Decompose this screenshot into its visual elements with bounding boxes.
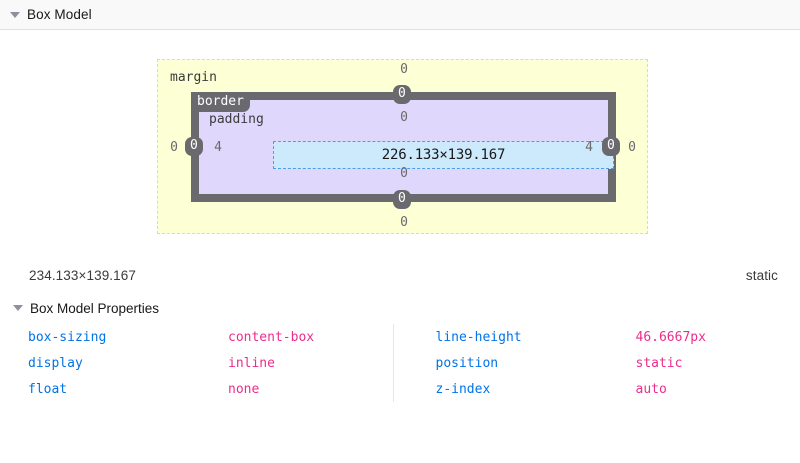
content-box[interactable]: 226.133×139.167	[273, 141, 614, 169]
element-position-label: static	[745, 267, 778, 283]
triangle-down-icon[interactable]	[13, 305, 23, 311]
property-row[interactable]: line-height 46.6667px	[436, 324, 800, 350]
property-row[interactable]: float none	[28, 376, 393, 402]
page-title: Box Model	[27, 7, 92, 22]
properties-right-column: line-height 46.6667px position static z-…	[392, 324, 800, 402]
property-name: position	[435, 355, 499, 371]
box-model-panel-header[interactable]: Box Model	[0, 0, 800, 30]
property-row[interactable]: display inline	[28, 350, 393, 376]
property-name: z-index	[435, 381, 491, 397]
property-row[interactable]: z-index auto	[436, 376, 800, 402]
box-model-properties-title: Box Model Properties	[30, 300, 160, 316]
margin-bottom-value[interactable]: 0	[400, 215, 408, 230]
property-value[interactable]: inline	[228, 355, 275, 371]
property-name: display	[28, 355, 83, 371]
property-value[interactable]: auto	[635, 381, 667, 397]
property-name: line-height	[435, 329, 522, 345]
border-top-value[interactable]: 0	[393, 85, 411, 104]
properties-left-column: box-sizing content-box display inline fl…	[0, 324, 393, 402]
box-model-properties-grid: box-sizing content-box display inline fl…	[0, 324, 800, 402]
property-value[interactable]: content-box	[228, 329, 315, 345]
box-model-properties-header[interactable]: Box Model Properties	[0, 296, 800, 320]
property-row[interactable]: box-sizing content-box	[28, 324, 393, 350]
margin-top-value[interactable]: 0	[400, 62, 408, 77]
content-size-label: 226.133×139.167	[381, 147, 506, 163]
border-box[interactable]: border padding 226.133×139.167	[191, 92, 616, 202]
padding-top-value[interactable]: 0	[400, 110, 408, 125]
property-row[interactable]: position static	[436, 350, 800, 376]
triangle-down-icon[interactable]	[10, 11, 20, 18]
margin-box[interactable]: margin 0 0 0 0 border padding 226.133×13…	[157, 59, 648, 234]
padding-right-value[interactable]: 4	[585, 140, 593, 155]
border-right-value[interactable]: 0	[602, 137, 620, 156]
box-model-diagram-wrapper: margin 0 0 0 0 border padding 226.133×13…	[0, 30, 800, 262]
property-value[interactable]: static	[635, 355, 683, 371]
border-region-label: border	[191, 92, 250, 112]
property-value[interactable]: 46.6667px	[635, 329, 706, 345]
property-value[interactable]: none	[228, 381, 260, 397]
padding-bottom-value[interactable]: 0	[400, 166, 408, 181]
margin-left-value[interactable]: 0	[170, 140, 178, 155]
property-name: box-sizing	[28, 329, 107, 345]
box-model-summary-row: 234.133×139.167 static	[0, 262, 800, 288]
border-bottom-value[interactable]: 0	[393, 190, 411, 209]
property-name: float	[28, 381, 68, 397]
margin-right-value[interactable]: 0	[628, 140, 636, 155]
padding-region-label: padding	[209, 112, 264, 127]
margin-region-label: margin	[170, 70, 217, 85]
element-size-label: 234.133×139.167	[29, 267, 136, 283]
padding-left-value[interactable]: 4	[214, 140, 222, 155]
border-left-value[interactable]: 0	[185, 137, 203, 156]
